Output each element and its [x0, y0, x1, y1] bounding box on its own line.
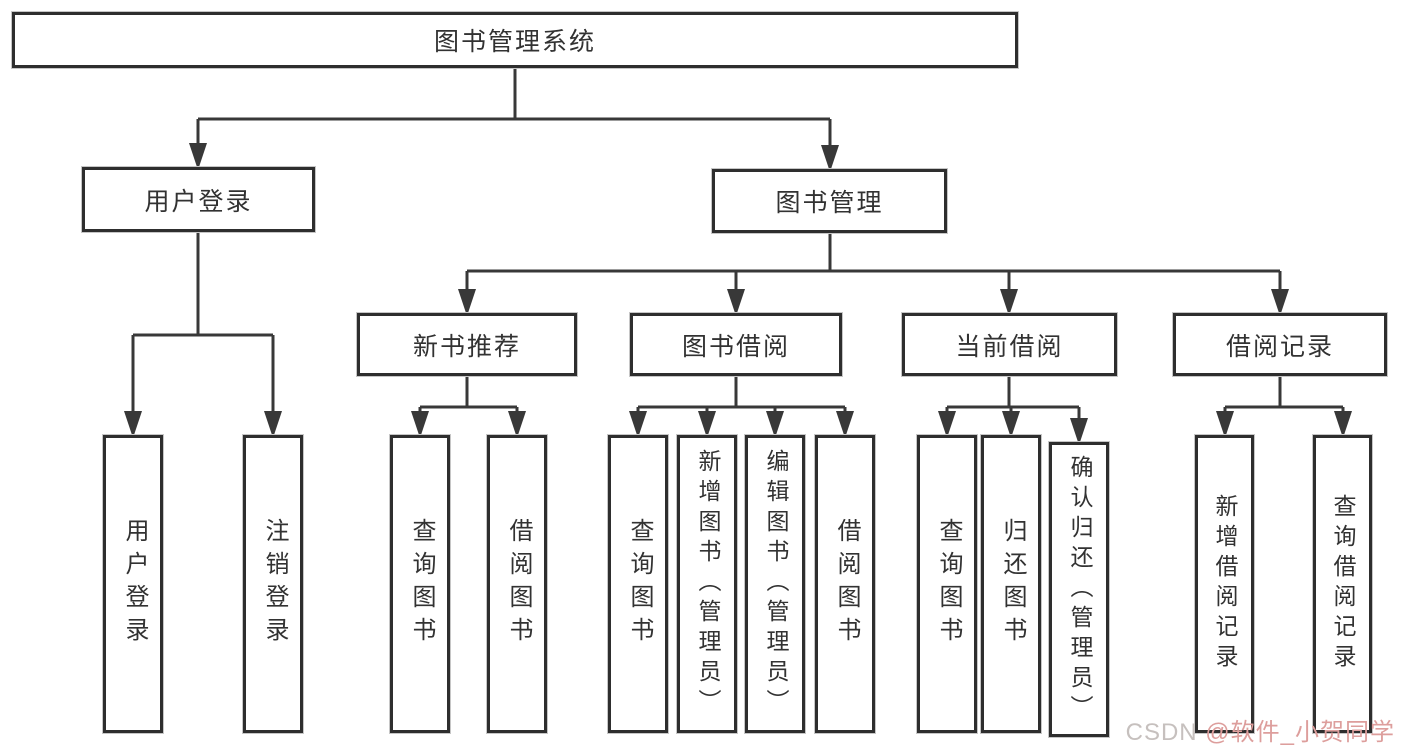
node-root-system: 图书管理系统 — [12, 12, 1018, 68]
node-book-borrow: 图书借阅 — [630, 313, 842, 376]
leaf-borrow-books-recommend: 借阅图书 — [487, 435, 547, 733]
connector-borrow-to-leaves — [636, 376, 847, 413]
leaf-query-borrow-record: 查询借阅记录 — [1313, 435, 1372, 733]
leaf-confirm-return-admin: 确认归还（管理员） — [1049, 442, 1109, 737]
connector-bookmgmt-to-level3 — [465, 233, 1282, 291]
watermark-brand: CSDN — [1125, 719, 1206, 746]
watermark-username: @软件_小贺同学 — [1205, 719, 1395, 746]
leaf-query-books-current: 查询图书 — [917, 435, 977, 733]
node-new-book-recommend: 新书推荐 — [357, 313, 577, 376]
arrowheads — [124, 143, 1352, 445]
connector-records-to-leaves — [1223, 376, 1345, 413]
node-current-borrow: 当前借阅 — [902, 313, 1117, 376]
leaf-add-borrow-record: 新增借阅记录 — [1195, 435, 1254, 733]
connector-newbook-to-leaves — [418, 376, 519, 413]
leaf-logout: 注销登录 — [243, 435, 303, 733]
node-borrow-records: 借阅记录 — [1173, 313, 1387, 376]
leaf-add-books-admin: 新增图书（管理员） — [677, 435, 737, 733]
csdn-watermark: CSDN @软件_小贺同学 — [1126, 712, 1395, 747]
connector-root-to-level2 — [196, 68, 832, 147]
node-user-login: 用户登录 — [82, 167, 315, 232]
leaf-edit-books-admin: 编辑图书（管理员） — [745, 435, 805, 733]
connector-userlogin-to-leaves — [131, 232, 275, 413]
leaf-return-books: 归还图书 — [981, 435, 1041, 733]
connector-current-to-leaves — [945, 376, 1081, 420]
leaf-query-books-recommend: 查询图书 — [390, 435, 450, 733]
leaf-query-books-borrow: 查询图书 — [608, 435, 668, 733]
leaf-borrow-books: 借阅图书 — [815, 435, 875, 733]
leaf-user-login: 用户登录 — [103, 435, 163, 733]
node-book-management: 图书管理 — [712, 169, 947, 233]
